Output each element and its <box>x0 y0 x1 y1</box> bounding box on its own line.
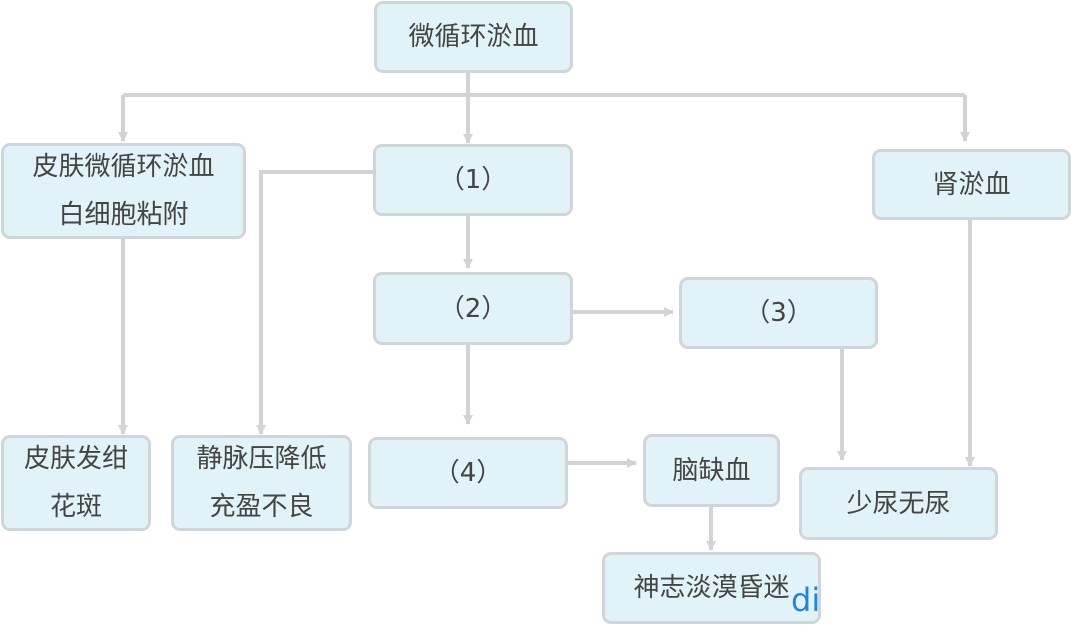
node-oliguria: 少尿无尿 <box>799 467 998 540</box>
node-2: （2） <box>373 272 573 345</box>
node-1: （1） <box>373 144 573 216</box>
node-coma: 神志淡漠昏迷 <box>602 552 821 624</box>
node-kidney-congestion: 肾淤血 <box>872 149 1071 220</box>
node-root: 微循环淤血 <box>374 1 573 73</box>
node-3: （3） <box>679 277 878 349</box>
watermark: di <box>791 581 821 619</box>
arrow-n1-to-venous <box>256 170 374 435</box>
node-skin-mottling: 皮肤发绀 花斑 <box>1 435 151 531</box>
node-venous-pressure: 静脉压降低 充盈不良 <box>171 435 352 531</box>
node-4: （4） <box>368 437 568 509</box>
node-skin-microcirculation: 皮肤微循环淤血 白细胞粘附 <box>1 143 246 239</box>
node-brain-ischemia: 脑缺血 <box>643 434 780 507</box>
